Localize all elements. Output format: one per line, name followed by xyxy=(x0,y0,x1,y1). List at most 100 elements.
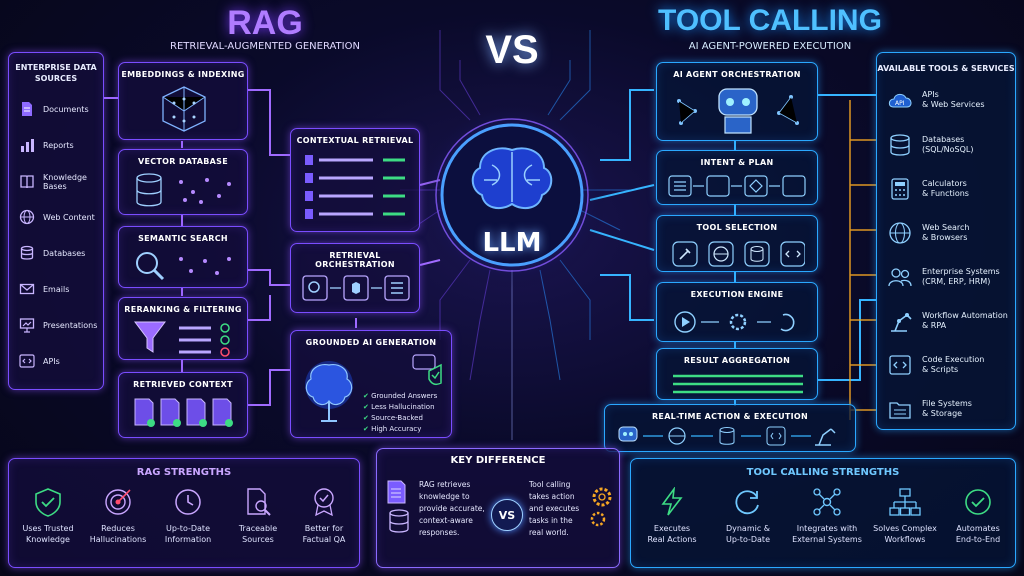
panel-title: RERANKING & FILTERING xyxy=(124,305,242,314)
source-label: Emails xyxy=(43,284,70,294)
retrieval-orchestration-panel: RETRIEVAL ORCHESTRATION xyxy=(290,243,420,313)
database-icon xyxy=(20,245,34,260)
tool-item-web-search[interactable]: Web Search& Browsers xyxy=(887,221,969,245)
lightning-icon xyxy=(661,487,683,516)
folder-icon xyxy=(889,402,911,419)
panel-title: AVAILABLE TOOLS & SERVICES xyxy=(877,64,1015,73)
tool-item-code-execution[interactable]: Code Execution& Scripts xyxy=(887,353,984,377)
source-label: Presentations xyxy=(43,320,98,330)
source-item-presentations[interactable]: Presentations xyxy=(19,317,97,333)
intent-plan-panel: INTENT & PLAN xyxy=(656,150,818,205)
globe-icon xyxy=(19,209,35,225)
rag-title: RAG xyxy=(227,4,303,42)
brain-icon xyxy=(471,147,553,210)
grounded-check-item: ✔ High Accuracy xyxy=(363,425,422,433)
tool-calling-subtitle: AI AGENT-POWERED EXECUTION xyxy=(688,41,852,52)
panel-title: TOOL SELECTION xyxy=(696,223,778,232)
book-icon xyxy=(20,175,34,189)
tool-item-calculators[interactable]: Calculators& Functions xyxy=(887,177,969,201)
bar-chart-icon xyxy=(21,139,34,152)
panel-title-line2: SOURCES xyxy=(34,74,78,83)
source-item-emails[interactable]: Emails xyxy=(19,281,69,297)
code-icon xyxy=(19,354,35,368)
document-search-icon xyxy=(247,488,271,516)
source-label: Documents xyxy=(43,104,89,114)
tool-item-file-systems[interactable]: File Systems& Storage xyxy=(887,397,972,421)
source-item-knowledge-bases[interactable]: Knowledge Bases xyxy=(19,173,103,191)
reranking-filtering-panel: RERANKING & FILTERING xyxy=(118,297,248,360)
award-icon xyxy=(314,488,334,517)
panel-title-line1: ENTERPRISE DATA xyxy=(15,63,97,72)
presentation-icon xyxy=(19,318,35,333)
panel-title: EMBEDDINGS & INDEXING xyxy=(121,70,245,79)
grounded-check-item: ✔ Source-Backed xyxy=(363,414,423,422)
source-label: Web Content xyxy=(43,212,95,222)
panel-title: RAG STRENGTHS xyxy=(136,467,232,478)
documents-icon xyxy=(134,398,233,427)
panel-title: RETRIEVAL ORCHESTRATION xyxy=(315,251,395,269)
grounded-check-item: ✔ Grounded Answers xyxy=(363,392,438,400)
source-item-databases[interactable]: Databases xyxy=(19,245,85,261)
svg-text:API: API xyxy=(895,100,905,107)
plan-flow-icon xyxy=(668,175,806,197)
clock-icon xyxy=(175,489,201,515)
panel-title: RESULT AGGREGATION xyxy=(683,356,791,365)
people-icon xyxy=(888,268,912,287)
orchestration-flow-icon xyxy=(302,275,410,301)
source-item-web-content[interactable]: Web Content xyxy=(19,209,95,225)
tool-selection-panel: TOOL SELECTION xyxy=(656,215,818,272)
mail-icon xyxy=(19,283,35,295)
vector-db-icon xyxy=(136,173,231,207)
panel-title: SEMANTIC SEARCH xyxy=(138,234,228,243)
source-label: Knowledge Bases xyxy=(43,173,87,191)
grounded-check-item: ✔ Less Hallucination xyxy=(363,403,435,411)
key-difference-panel: KEY DIFFERENCE RAG retrieves knowledge t… xyxy=(376,448,620,568)
grounded-ai-generation-panel: GROUNDED AI GENERATION ✔ Grounded Answer… xyxy=(290,330,452,438)
result-bars-icon xyxy=(673,374,803,394)
result-aggregation-panel: RESULT AGGREGATION xyxy=(656,348,818,400)
source-item-reports[interactable]: Reports xyxy=(19,137,74,153)
rag-subtitle: RETRIEVAL-AUGMENTED GENERATION xyxy=(170,41,360,52)
source-item-documents[interactable]: Documents xyxy=(19,101,89,117)
tool-difference-text: Tool calling takes action and executes t… xyxy=(529,480,580,537)
ai-agent-orchestration-panel: AI AGENT ORCHESTRATION xyxy=(656,62,818,141)
calculator-icon xyxy=(891,178,909,200)
vs-badge: VS xyxy=(491,499,523,531)
panel-title: CONTEXTUAL RETRIEVAL xyxy=(296,136,414,145)
cube-grid-icon xyxy=(162,86,206,132)
source-label: Databases xyxy=(43,248,86,258)
tool-item-workflow-automation[interactable]: Workflow Automation& RPA xyxy=(887,309,1008,333)
vs-title: VS xyxy=(485,28,539,72)
gears-icon xyxy=(590,487,612,527)
enterprise-data-sources-panel: ENTERPRISE DATA SOURCES Documents Report… xyxy=(8,52,104,390)
semantic-search-panel: SEMANTIC SEARCH xyxy=(118,226,248,288)
target-icon xyxy=(105,489,131,515)
source-item-apis[interactable]: APIs xyxy=(19,353,60,369)
panel-title: GROUNDED AI GENERATION xyxy=(305,338,437,347)
source-label: Reports xyxy=(43,140,74,150)
check-circle-icon xyxy=(965,489,991,515)
robot-icon xyxy=(677,88,799,134)
api-cloud-icon: API xyxy=(888,93,912,108)
code-icon xyxy=(889,355,911,375)
realtime-action-panel: REAL-TIME ACTION & EXECUTION xyxy=(604,404,856,452)
globe-icon xyxy=(889,222,911,244)
tool-item-apis[interactable]: API APIs& Web Services xyxy=(887,89,985,111)
brain-tree-icon xyxy=(305,361,353,422)
retrieved-context-panel: RETRIEVED CONTEXT xyxy=(118,372,248,438)
funnel-icon xyxy=(134,321,230,357)
realtime-flow-icon xyxy=(618,426,836,446)
shield-check-icon xyxy=(35,488,61,517)
available-tools-panel: AVAILABLE TOOLS & SERVICES API APIs& Web… xyxy=(876,52,1016,430)
tool-item-databases[interactable]: Databases(SQL/NoSQL) xyxy=(887,133,973,157)
tool-item-enterprise-systems[interactable]: Enterprise Systems(CRM, ERP, HRM) xyxy=(887,265,1000,289)
tool-strength-item: Dynamic &Up-to-Date xyxy=(711,487,785,545)
embeddings-indexing-panel: EMBEDDINGS & INDEXING xyxy=(118,62,248,140)
rag-difference-text: RAG retrieves knowledge to provide accur… xyxy=(419,480,485,537)
